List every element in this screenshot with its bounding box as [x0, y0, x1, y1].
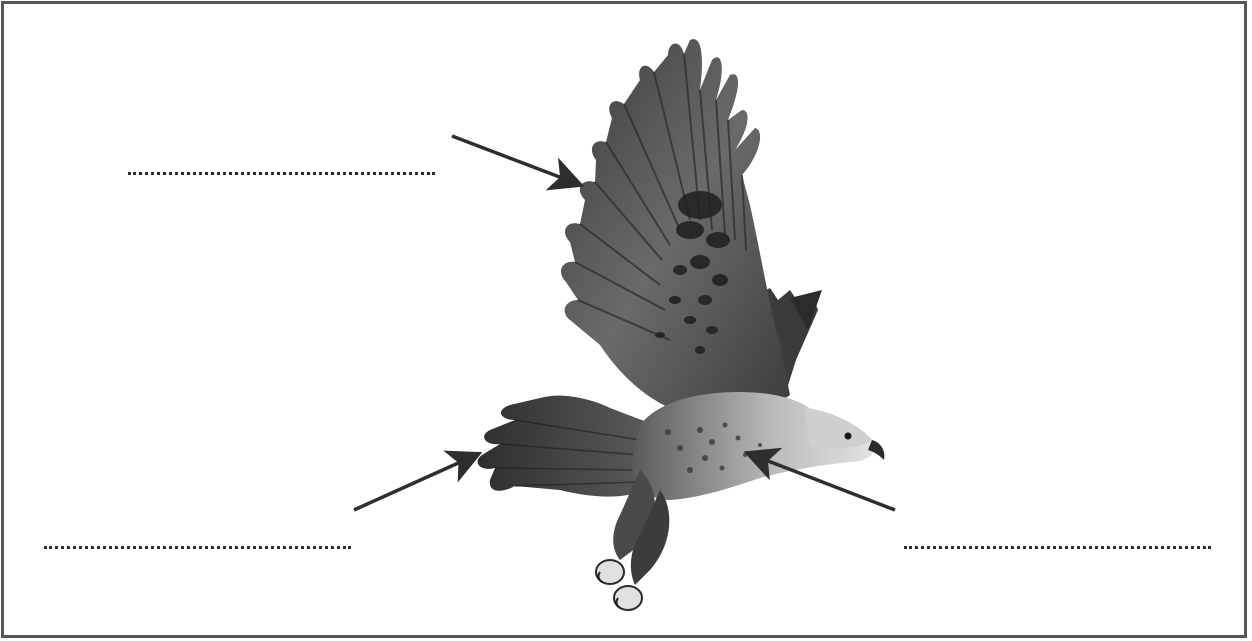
- eye-icon: [845, 433, 852, 440]
- eagle-illustration: [478, 39, 885, 610]
- arrow-tail: [354, 455, 476, 510]
- tail-feathers: [478, 396, 655, 497]
- main-wing: [561, 39, 790, 416]
- arrow-wing: [452, 136, 578, 184]
